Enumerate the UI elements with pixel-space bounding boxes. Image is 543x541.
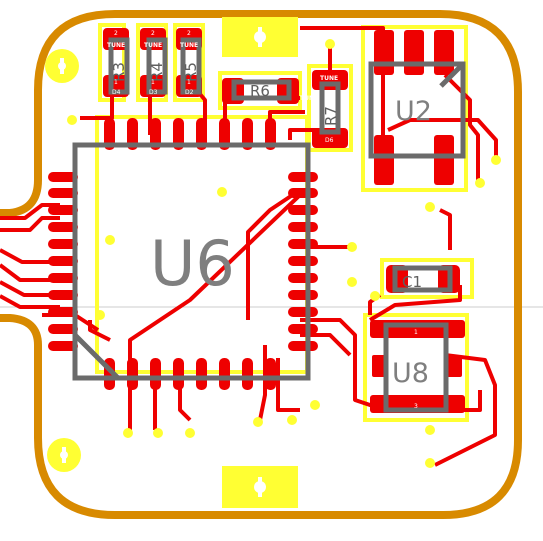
pin-number: 1	[151, 79, 155, 86]
u6-pads-bottom	[104, 358, 276, 390]
u6-pads-right	[288, 172, 318, 351]
tune-label: TUNE	[107, 42, 125, 49]
u6-pads-left	[48, 172, 78, 351]
designator-d6: D6	[325, 137, 334, 144]
u6-pads-top	[104, 118, 276, 150]
courtyard-layer	[72, 37, 466, 413]
r3-label: R3	[110, 62, 128, 82]
u2-label: U2	[395, 96, 432, 127]
r6-label: R6	[250, 82, 270, 100]
via-layer	[67, 39, 501, 468]
pin-number: 3	[414, 403, 418, 410]
mounting-hole-icon	[47, 438, 81, 472]
designator-d2: D2	[185, 89, 194, 96]
mounting-hole-icon	[45, 49, 79, 83]
u6-label: U6	[150, 227, 235, 300]
connector-pad-icon	[222, 466, 298, 508]
pin-number: 2	[114, 30, 118, 37]
r7-label: R7	[322, 106, 340, 126]
pin-number: 1	[414, 329, 418, 336]
tune-label: TUNE	[300, 95, 318, 102]
u8-label: U8	[392, 358, 429, 389]
c1-label: C1	[402, 273, 422, 291]
designator-d3: D3	[149, 89, 158, 96]
r5-label: R5	[182, 62, 200, 82]
pin-number: 1	[187, 79, 191, 86]
connector-pad-icon	[222, 17, 298, 57]
r4-label: R4	[148, 62, 166, 82]
designator-d4: D4	[112, 89, 121, 96]
pin-number: 2	[187, 30, 191, 37]
tune-label: TUNE	[320, 75, 338, 82]
pin-number: 2	[151, 30, 155, 37]
tune-label: TUNE	[180, 42, 198, 49]
tune-label: TUNE	[144, 42, 162, 49]
pin-number: 1	[114, 79, 118, 86]
board-outline	[0, 10, 522, 519]
